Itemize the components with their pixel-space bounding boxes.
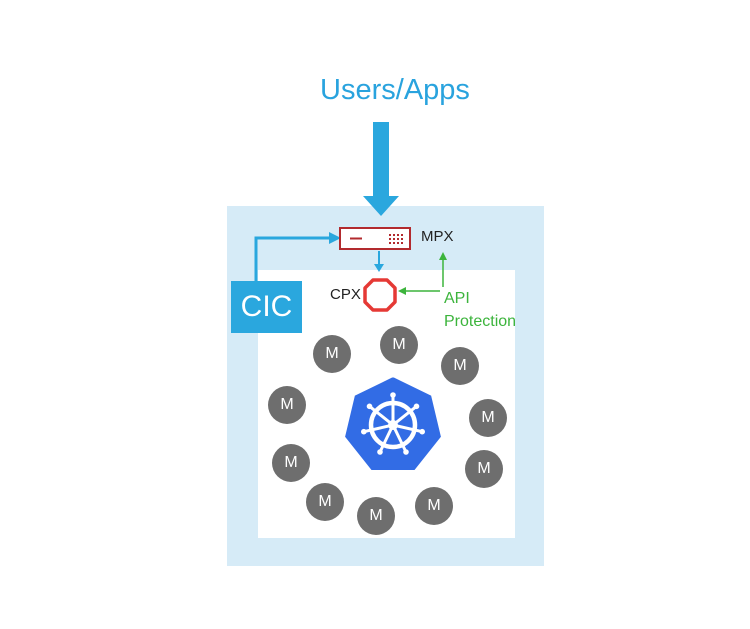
m-node-label: M (427, 497, 441, 514)
protection-label: Protection (444, 313, 517, 330)
m-node-label: M (369, 507, 383, 524)
m-node: M (465, 450, 503, 488)
m-node-label: M (392, 336, 406, 353)
mpx-appliance-icon (339, 227, 411, 250)
m-node: M (357, 497, 395, 535)
m-node: M (306, 483, 344, 521)
cpx-octagon-icon (363, 278, 397, 312)
m-node: M (313, 335, 351, 373)
m-node-label: M (453, 357, 467, 374)
users-apps-label: Users/Apps (320, 74, 470, 106)
mpx-label: MPX (421, 228, 454, 245)
m-node: M (415, 487, 453, 525)
cic-box: CIC (231, 281, 302, 333)
m-node: M (272, 444, 310, 482)
users-to-mpx-arrow (363, 122, 399, 216)
m-node-label: M (280, 396, 294, 413)
cpx-label: CPX (330, 286, 361, 303)
m-node-label: M (477, 460, 491, 477)
m-node: M (268, 386, 306, 424)
m-node-label: M (325, 345, 339, 362)
m-node-label: M (284, 454, 298, 471)
m-node: M (380, 326, 418, 364)
api-protection-arrows (398, 252, 447, 295)
m-node-label: M (318, 493, 332, 510)
m-node: M (469, 399, 507, 437)
api-label: API (444, 290, 470, 307)
cic-label: CIC (240, 290, 293, 323)
m-node: M (441, 347, 479, 385)
mpx-to-cpx-arrow (374, 251, 384, 272)
m-node-label: M (481, 409, 495, 426)
kubernetes-helm-icon (343, 375, 443, 472)
cic-to-mpx-connector (254, 232, 341, 281)
